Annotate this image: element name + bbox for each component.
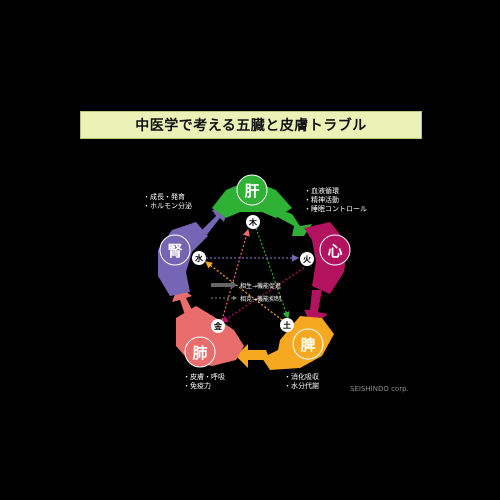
arrow-spleen-to-lung	[236, 344, 270, 368]
note-kidney: ・成長・発育 ・ホルモン分泌	[143, 193, 192, 211]
organ-kidney	[158, 222, 208, 296]
organ-spleen	[262, 316, 334, 370]
credit-text: SEISHINDO corp.	[350, 385, 409, 393]
note-lung: ・皮膚・呼吸 ・免疫力	[183, 373, 225, 391]
legend: 相生→機能促進 相克→機能抑制	[211, 281, 281, 303]
note-kidney-line-2: ・ホルモン分泌	[143, 202, 192, 210]
note-spleen-line-1: ・消化吸収	[284, 373, 319, 381]
note-lung-line-2: ・免疫力	[183, 382, 211, 390]
legend-generate-label: 相生→機能促進	[240, 282, 281, 290]
element-spleen: 土	[283, 320, 291, 330]
legend-generate-swatch	[211, 283, 231, 287]
note-heart-line-3: ・睡眠コントロール	[304, 205, 367, 213]
element-heart: 火	[303, 255, 312, 264]
label-liver: 肝	[244, 182, 259, 200]
note-spleen-line-2: ・水分代謝	[284, 382, 319, 390]
organ-heart	[304, 222, 351, 294]
control-lung-to-liver	[221, 228, 250, 321]
arrow-kidney-to-liver	[200, 208, 228, 236]
element-kidney: 水	[194, 253, 204, 263]
note-heart-line-1: ・血液循環	[304, 187, 339, 195]
organ-liver	[212, 174, 292, 218]
control-liver-to-spleen	[255, 227, 290, 320]
element-nodes: 木 火 土 金 水	[192, 215, 314, 333]
legend-control-label: 相克→機能抑制	[240, 295, 281, 303]
note-kidney-line-1: ・成長・発育	[143, 193, 185, 201]
note-spleen: ・消化吸収 ・水分代謝	[284, 373, 319, 391]
controlling-cycle	[205, 227, 305, 323]
note-heart-line-2: ・精神活動	[304, 196, 339, 204]
label-spleen: 脾	[300, 336, 315, 354]
organ-lung	[176, 306, 244, 368]
page-title: 中医学で考える五臓と皮膚トラブル	[135, 118, 367, 134]
note-lung-line-1: ・皮膚・呼吸	[183, 373, 225, 381]
title-banner: 中医学で考える五臓と皮膚トラブル	[80, 111, 422, 139]
label-kidney: 腎	[167, 242, 182, 260]
element-lung: 金	[213, 321, 223, 331]
label-heart: 心	[327, 242, 342, 260]
control-heart-to-lung	[220, 267, 305, 323]
element-liver: 木	[248, 217, 258, 227]
label-lung: 肺	[192, 344, 207, 362]
note-heart: ・血液循環 ・精神活動 ・睡眠コントロール	[304, 187, 367, 214]
